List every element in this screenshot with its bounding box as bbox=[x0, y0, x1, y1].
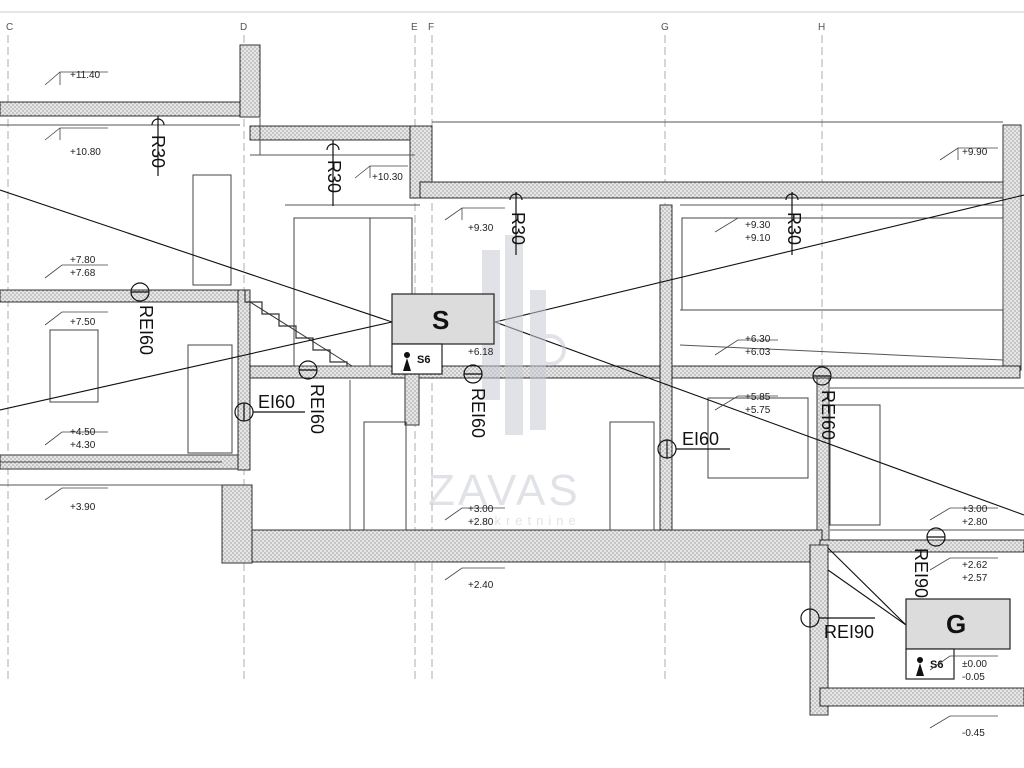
elevation-label: +2.57 bbox=[962, 573, 988, 584]
watermark-sub: nekretnine bbox=[470, 513, 581, 528]
door-left-mid bbox=[187, 344, 233, 454]
window-right-lower bbox=[707, 397, 809, 479]
slab-ground bbox=[221, 529, 823, 563]
door-mid-b bbox=[609, 421, 655, 531]
column-e bbox=[404, 369, 420, 426]
wall-garage-left bbox=[809, 544, 829, 716]
rei60-label: REI60 bbox=[136, 305, 156, 355]
s6-label-a: S6 bbox=[417, 354, 430, 366]
roof-slab-left bbox=[0, 101, 251, 117]
r30-label: R30 bbox=[148, 135, 168, 168]
r30-markers bbox=[151, 116, 799, 255]
watermark-brand: ZAVAS bbox=[428, 466, 581, 515]
openings bbox=[49, 174, 1004, 531]
watermark-logo: ZAVAS nekretnine bbox=[428, 235, 581, 528]
slab-left-upper bbox=[0, 289, 249, 303]
elevation-label: +11.40 bbox=[70, 70, 101, 81]
elevation-label: +3.00 bbox=[962, 504, 988, 515]
rei60-label: REI60 bbox=[307, 384, 327, 434]
section-cut-lines bbox=[0, 189, 1024, 626]
window-top-mid bbox=[293, 217, 413, 367]
window-top-left bbox=[192, 174, 232, 286]
garage-tag-letter: G bbox=[946, 609, 966, 639]
ei60-label: EI60 bbox=[258, 392, 295, 412]
door-mid-a bbox=[363, 421, 407, 531]
elevation-label: +9.30 bbox=[468, 223, 494, 234]
grid-label-f: F bbox=[428, 22, 434, 33]
grid-label-h: H bbox=[818, 22, 825, 33]
slab-right bbox=[669, 365, 1021, 379]
rei-labels: REI60 REI60 REI60 REI60 EI60 EI60 REI90 … bbox=[136, 305, 931, 642]
elevation-label: +6.30 bbox=[745, 334, 771, 345]
column-d bbox=[237, 289, 251, 471]
person-icon bbox=[916, 657, 924, 676]
door-right bbox=[829, 404, 881, 526]
elevation-label: +9.30 bbox=[745, 220, 771, 231]
elevation-label: +7.50 bbox=[70, 317, 96, 328]
elevation-label: +9.10 bbox=[745, 233, 771, 244]
grid-label-g: G bbox=[661, 22, 669, 33]
stair-tag-s: S S6 bbox=[391, 293, 495, 375]
elevation-label: -0.45 bbox=[962, 728, 985, 739]
r30-label: R30 bbox=[784, 212, 804, 245]
window-right-upper bbox=[681, 217, 1004, 311]
elevation-label: +5.75 bbox=[745, 405, 771, 416]
rei90-label: REI90 bbox=[911, 548, 931, 598]
elevation-label: +2.62 bbox=[962, 560, 988, 571]
elevation-label: +4.30 bbox=[70, 440, 96, 451]
garage-tag-g: G S6 bbox=[905, 598, 1011, 680]
slab-mid bbox=[237, 365, 671, 379]
wall-step-d bbox=[221, 484, 253, 564]
elevation-label: +2.80 bbox=[962, 517, 988, 528]
stair-underside bbox=[249, 301, 353, 367]
stair-tag-letter: S bbox=[432, 305, 449, 335]
rei60-label: REI60 bbox=[818, 390, 838, 440]
elevation-label: +4.50 bbox=[70, 427, 96, 438]
elevation-labels: +11.40 +10.80 +10.30 +9.90 +9.30 +9.30 +… bbox=[70, 70, 988, 739]
fire-circle-markers bbox=[130, 282, 946, 628]
elevation-label: +2.40 bbox=[468, 580, 494, 591]
elevation-label: +3.00 bbox=[468, 504, 494, 515]
elevation-label: +6.18 bbox=[468, 347, 494, 358]
r30-label: R30 bbox=[508, 212, 528, 245]
elevation-label: +7.80 bbox=[70, 255, 96, 266]
elevation-label: +2.80 bbox=[468, 517, 494, 528]
elevation-ticks bbox=[44, 71, 998, 729]
elevation-label: -0.05 bbox=[962, 672, 985, 683]
roof-slab-mid bbox=[249, 125, 421, 141]
elevation-label: ±0.00 bbox=[962, 659, 987, 670]
elevation-label: +5.85 bbox=[745, 392, 771, 403]
grid-labels: C D E F G H bbox=[6, 22, 825, 33]
person-icon bbox=[403, 352, 411, 371]
grid-label-e: E bbox=[411, 22, 418, 33]
column-g bbox=[659, 204, 673, 541]
elevation-label: +10.80 bbox=[70, 147, 101, 158]
ei60-label: EI60 bbox=[682, 429, 719, 449]
grid-label-d: D bbox=[240, 22, 247, 33]
wall-right-upper bbox=[1002, 124, 1022, 371]
elevation-label: +9.90 bbox=[962, 147, 988, 158]
roof-upstand-d bbox=[239, 44, 261, 118]
elevation-label: +3.90 bbox=[70, 502, 96, 513]
window-left-mid bbox=[49, 329, 99, 403]
rei90-label: REI90 bbox=[824, 622, 874, 642]
building-structure bbox=[0, 44, 1024, 716]
stair-flight bbox=[244, 290, 348, 366]
r30-labels: R30 R30 R30 R30 bbox=[148, 135, 804, 245]
rei60-label: REI60 bbox=[468, 388, 488, 438]
elevation-label: +10.30 bbox=[372, 172, 403, 183]
elevation-label: +7.68 bbox=[70, 268, 96, 279]
elevation-label: +6.03 bbox=[745, 347, 771, 358]
r30-label: R30 bbox=[324, 160, 344, 193]
slab-garage-bottom bbox=[819, 687, 1024, 707]
watermark-circle-icon bbox=[534, 334, 566, 366]
roof-slab-right bbox=[419, 181, 1021, 199]
grid-label-c: C bbox=[6, 22, 13, 33]
